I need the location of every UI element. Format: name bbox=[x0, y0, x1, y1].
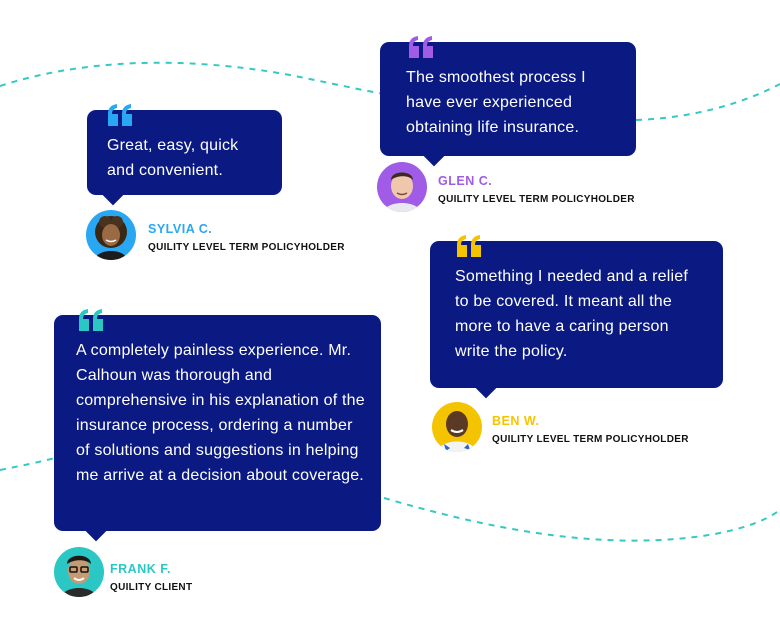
testimonial-quote: Great, easy, quick and convenient. bbox=[107, 137, 239, 179]
reviewer-name: BEN W. bbox=[492, 414, 540, 428]
quote-marks-icon bbox=[409, 36, 433, 58]
testimonial-quote: The smoothest process I have ever experi… bbox=[406, 69, 586, 136]
quote-marks-icon bbox=[79, 309, 103, 331]
person-photo-icon bbox=[54, 547, 104, 597]
testimonial-quote: A completely painless experience. Mr. Ca… bbox=[76, 342, 365, 484]
testimonial-quote: Something I needed and a relief to be co… bbox=[455, 268, 689, 360]
avatar-ben bbox=[432, 402, 482, 452]
avatar-frank bbox=[54, 547, 104, 597]
reviewer-name: FRANK F. bbox=[110, 562, 171, 576]
person-photo-icon bbox=[86, 210, 136, 260]
reviewer-role: QUILITY LEVEL TERM POLICYHOLDER bbox=[148, 242, 345, 253]
reviewer-role: QUILITY LEVEL TERM POLICYHOLDER bbox=[492, 434, 689, 445]
avatar-sylvia bbox=[86, 210, 136, 260]
person-photo-icon bbox=[377, 162, 427, 212]
reviewer-role: QUILITY LEVEL TERM POLICYHOLDER bbox=[438, 194, 635, 205]
quote-marks-icon bbox=[108, 104, 132, 126]
quote-bubble: A completely painless experience. Mr. Ca… bbox=[54, 309, 381, 542]
quote-marks-icon bbox=[457, 235, 481, 257]
person-photo-icon bbox=[432, 402, 482, 452]
reviewer-name: SYLVIA C. bbox=[148, 222, 213, 236]
reviewer-name: GLEN C. bbox=[438, 174, 493, 188]
quote-bubble: Great, easy, quick and convenient. bbox=[87, 104, 282, 206]
quote-bubble: Something I needed and a relief to be co… bbox=[430, 235, 723, 399]
reviewer-role: QUILITY CLIENT bbox=[110, 582, 193, 593]
quote-bubble: The smoothest process I have ever experi… bbox=[380, 36, 636, 167]
avatar-glen bbox=[377, 162, 427, 212]
